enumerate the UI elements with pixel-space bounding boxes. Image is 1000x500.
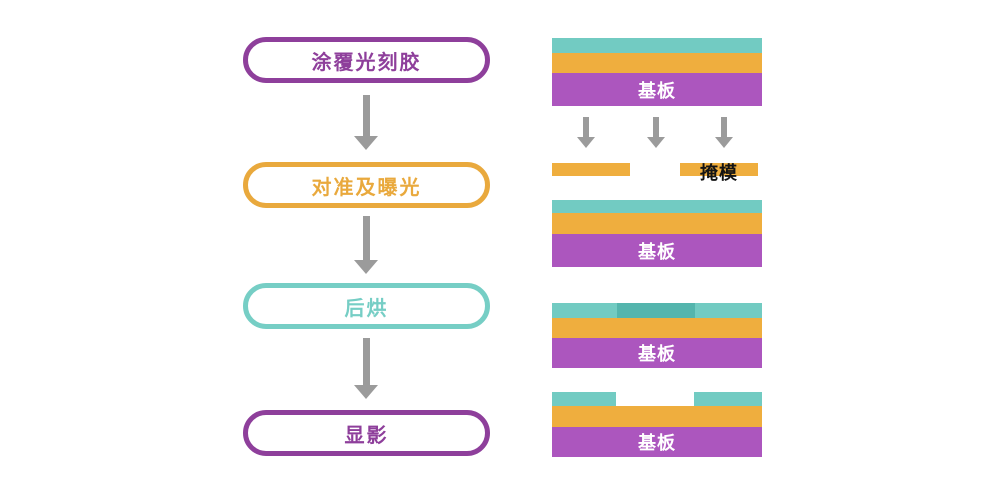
arrow-head xyxy=(354,260,378,277)
substrate-label: 基板 xyxy=(638,344,676,364)
arrow-shaft xyxy=(362,338,370,385)
arrow-shaft xyxy=(362,95,370,136)
flow-down-arrow-2 xyxy=(354,216,378,277)
substrate-label: 基板 xyxy=(638,433,676,453)
exposure-light-arrow-1 xyxy=(577,117,595,151)
substrate-layer: 基板 xyxy=(552,338,762,368)
flow-down-arrow-3 xyxy=(354,338,378,402)
exposure-light-arrow-3 xyxy=(715,117,733,151)
flow-step-develop: 显影 xyxy=(243,410,490,456)
flow-step-label: 显影 xyxy=(344,424,389,447)
film-layer xyxy=(552,53,762,73)
substrate-label: 基板 xyxy=(638,80,676,101)
photoresist-segment-right xyxy=(694,392,762,406)
arrow-head xyxy=(715,137,733,151)
flow-step-coat-photoresist: 涂覆光刻胶 xyxy=(243,37,490,83)
arrow-head xyxy=(354,136,378,153)
flow-step-align-expose: 对准及曝光 xyxy=(243,162,490,208)
substrate-layer: 基板 xyxy=(552,234,762,267)
flow-step-label: 对准及曝光 xyxy=(311,176,422,199)
film-layer xyxy=(552,213,762,234)
flow-step-label: 涂覆光刻胶 xyxy=(311,51,422,74)
photoresist-segment-left xyxy=(552,392,616,406)
mask-segment-left xyxy=(552,163,630,176)
exposure-light-arrow-2 xyxy=(647,117,665,151)
stage-post-bake-wafer: 基板 xyxy=(552,303,762,368)
stage-exposed-wafer: 基板 xyxy=(552,200,762,267)
mask-label: 掩模 xyxy=(700,163,738,183)
arrow-shaft xyxy=(362,216,370,260)
film-layer xyxy=(552,406,762,427)
photoresist-layer xyxy=(552,303,762,318)
arrow-shaft xyxy=(583,117,589,137)
photoresist-layer xyxy=(552,200,762,213)
arrow-head xyxy=(577,137,595,151)
stage-coated-wafer: 基板 xyxy=(552,38,762,106)
substrate-label: 基板 xyxy=(638,241,676,262)
arrow-head xyxy=(647,137,665,151)
photoresist-layer xyxy=(552,38,762,53)
flow-step-post-bake: 后烘 xyxy=(243,283,490,329)
substrate-layer: 基板 xyxy=(552,427,762,457)
arrow-shaft xyxy=(653,117,659,137)
exposed-photoresist-region xyxy=(617,303,695,318)
flow-step-label: 后烘 xyxy=(344,297,389,320)
flow-down-arrow-1 xyxy=(354,95,378,153)
mask-segment-right xyxy=(680,163,758,176)
substrate-layer: 基板 xyxy=(552,73,762,106)
stage-developed-wafer: 基板 xyxy=(552,392,762,457)
photoresist-layer xyxy=(552,392,762,406)
film-layer xyxy=(552,318,762,338)
arrow-head xyxy=(354,385,378,402)
arrow-shaft xyxy=(721,117,727,137)
